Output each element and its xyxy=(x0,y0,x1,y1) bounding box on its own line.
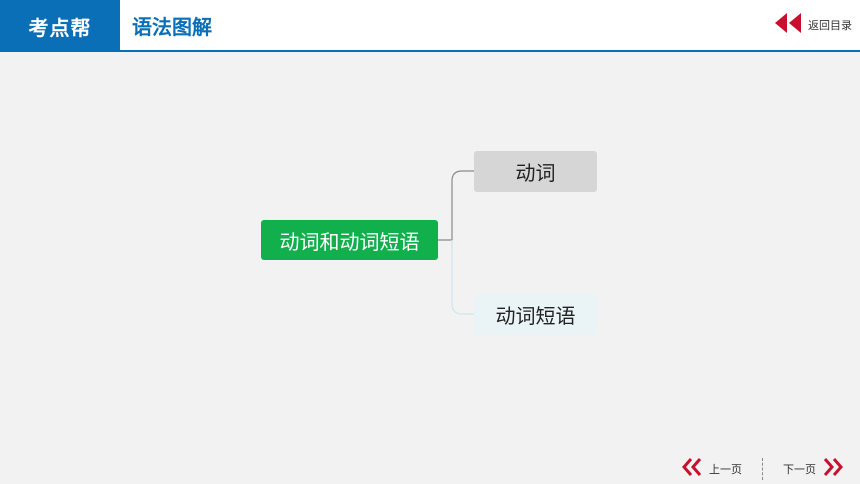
back-to-contents-label: 返回目录 xyxy=(808,19,852,32)
mindmap-canvas: 动词和动词短语 动词 动词短语 xyxy=(0,52,860,484)
mindmap-root-node[interactable]: 动词和动词短语 xyxy=(261,220,438,260)
double-chevron-right-icon xyxy=(822,457,844,481)
next-page-label: 下一页 xyxy=(783,463,816,476)
double-left-triangle-icon xyxy=(774,12,802,38)
mindmap-branch-verb-phrase[interactable]: 动词短语 xyxy=(474,294,597,335)
double-chevron-left-icon xyxy=(681,457,703,481)
brand-logo: 考点帮 xyxy=(0,0,120,52)
connector-to-phrase xyxy=(451,240,474,315)
back-to-contents-button[interactable]: 返回目录 xyxy=(774,12,852,38)
prev-page-label: 上一页 xyxy=(709,463,742,476)
pager: 上一页 下一页 xyxy=(681,456,844,482)
next-page-button[interactable]: 下一页 xyxy=(783,457,844,481)
mindmap-connectors xyxy=(438,170,474,315)
pager-divider xyxy=(762,458,763,480)
header-bar: 考点帮 语法图解 返回目录 xyxy=(0,0,860,52)
mindmap-branch-verb[interactable]: 动词 xyxy=(474,151,597,192)
page-title: 语法图解 xyxy=(132,14,212,39)
prev-page-button[interactable]: 上一页 xyxy=(681,457,742,481)
connector-to-verb xyxy=(438,170,474,241)
